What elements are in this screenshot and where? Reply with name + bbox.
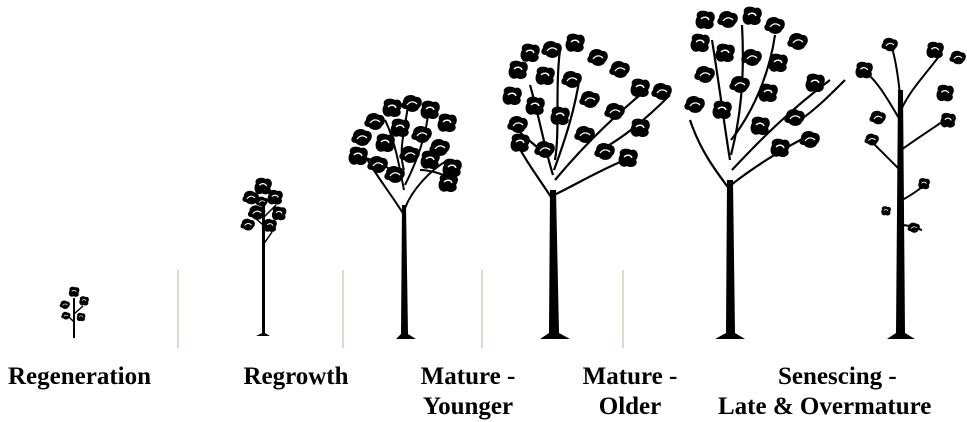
- mature-younger-tree-icon: [349, 95, 462, 339]
- regrowth-tree-icon: [241, 178, 287, 336]
- label-line: Regrowth: [226, 362, 366, 392]
- label-regrowth: Regrowth: [226, 362, 366, 392]
- label-line: Regeneration: [8, 362, 178, 392]
- senescing-overmature-tree-icon: [856, 38, 966, 339]
- regeneration-tree-icon: [60, 287, 89, 338]
- label-line: Late & Overmature: [718, 392, 967, 422]
- label-mature-older: Mature - Older: [560, 362, 700, 422]
- label-line: Mature -: [560, 362, 700, 392]
- label-regeneration: Regeneration: [8, 362, 178, 392]
- label-line: Senescing -: [718, 362, 967, 392]
- label-line: Mature -: [398, 362, 538, 392]
- label-line: Younger: [398, 392, 538, 422]
- label-mature-younger: Mature - Younger: [398, 362, 538, 422]
- label-line: Older: [560, 392, 700, 422]
- mature-older-tree-icon: [503, 34, 672, 339]
- label-senescing: Senescing - Late & Overmature: [718, 362, 967, 422]
- senescing-late-tree-icon: [684, 7, 845, 339]
